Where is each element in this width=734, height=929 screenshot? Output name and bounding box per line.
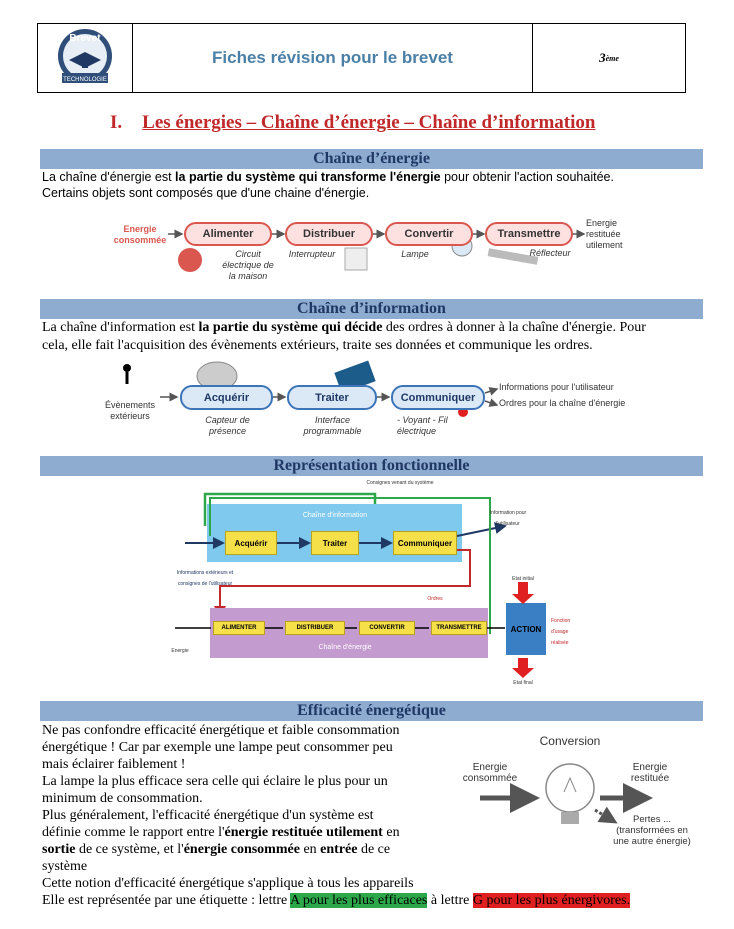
caption-circuit: Circuit électrique de la maison	[222, 249, 274, 281]
block-distribuer: Distribuer	[285, 222, 373, 246]
label-a-highlight: A pour les plus efficaces	[290, 893, 428, 908]
func-transmettre: TRANSMETTRE	[431, 621, 487, 635]
info-output-user: Informations pour l'utilisateur	[499, 382, 614, 392]
eff-line-5: minimum de consommation.	[42, 791, 203, 806]
main-title: I. Les énergies – Chaîne d’énergie – Chaî…	[110, 112, 595, 134]
eff-line-2: énergétique ! Car par exemple une lampe …	[42, 740, 393, 755]
func-alimenter: ALIMENTER	[213, 621, 265, 635]
energy-output-label: Energie restituée utilement	[586, 218, 623, 250]
caption-voyant: - Voyant - Fil électrique	[397, 415, 448, 436]
ordres-label: Ordres	[427, 596, 443, 602]
bulb-icon	[545, 763, 595, 813]
etat-final-label: Etat final	[513, 680, 533, 686]
brevet-logo: Brevet TECHNOLOGIE	[38, 24, 133, 92]
main-title-number: I.	[110, 112, 123, 133]
header-table: Brevet TECHNOLOGIE Fiches révision pour …	[37, 23, 686, 93]
eff-line-3: mais éclairer faiblement !	[42, 757, 186, 772]
header-title: Fiches révision pour le brevet	[133, 24, 533, 92]
caption-reflecteur: Réflecteur	[529, 248, 571, 258]
caption-lampe: Lampe	[401, 249, 429, 259]
switch-icon	[344, 247, 368, 271]
block-communiquer: Communiquer	[391, 385, 485, 410]
conversion-shapes	[480, 763, 653, 824]
eff-line-4: La lampe la plus efficace sera celle qui…	[42, 774, 388, 789]
label-g-highlight: G pour les plus énergivores.	[472, 893, 631, 908]
block-traiter: Traiter	[287, 385, 377, 410]
fonction-label: Fonction d'usage réalisée	[551, 618, 571, 646]
func-action: ACTION	[510, 624, 542, 634]
energy-chain-diagram: Energie consommée Alimenter Distribuer C…	[110, 212, 630, 292]
func-convertir: CONVERTIR	[359, 621, 415, 635]
main-title-text: Les énergies – Chaîne d’énergie – Chaîne…	[142, 112, 596, 133]
reflector-icon	[487, 248, 539, 265]
caption-interrupteur: Interrupteur	[288, 249, 336, 259]
section-functional-title: Représentation fonctionnelle	[40, 456, 703, 476]
functional-diagram: Consignes venant du système Chaîne d'inf…	[165, 478, 585, 688]
conversion-loss-label: Pertes ... (transformées en une autre én…	[613, 814, 691, 847]
eff-line-10: Cette notion d'efficacité énergétique s'…	[42, 876, 414, 891]
eff-line-9: système	[42, 859, 88, 874]
logo-bottom-text: TECHNOLOGIE	[63, 77, 107, 83]
info-input-label: Évènements extérieurs	[105, 400, 156, 421]
conversion-output-label: Energie restituée	[630, 762, 670, 784]
logo-top-text: Brevet	[69, 33, 101, 44]
info-chain-p1: La chaîne d'information est la partie du…	[42, 320, 646, 335]
info-chain-diagram: Évènements extérieurs Acquérir Traiter C…	[105, 360, 645, 440]
conversion-title: Conversion	[539, 734, 601, 748]
caption-interface: Interface programmable	[303, 415, 362, 436]
conversion-diagram: Conversion Energie consommée Energie res…	[460, 730, 700, 855]
eff-line-11: Elle est représentée par une étiquette :…	[42, 893, 631, 908]
inputs-label: Informations extérieurs et consignes de …	[176, 570, 234, 587]
eff-line-8: sortie de ce système, et l'énergie conso…	[42, 842, 391, 857]
energie-label: Energie	[171, 648, 189, 654]
eff-line-7: définie comme le rapport entre l'énergie…	[42, 825, 400, 840]
section-efficiency-title: Efficacité énergétique	[40, 701, 703, 721]
func-traiter: Traiter	[311, 531, 359, 555]
eff-line-6: Plus généralement, l'efficacité énergéti…	[42, 808, 374, 823]
info-chain-box-label: Chaîne d'information	[302, 512, 368, 519]
conversion-input-label: Energie consommée	[462, 762, 518, 784]
block-alimenter: Alimenter	[184, 222, 272, 246]
block-convertir: Convertir	[385, 222, 473, 246]
energy-chain-p2: Certains objets sont composés que d'une …	[42, 186, 370, 200]
efficiency-text: Ne pas confondre efficacité énergétique …	[42, 722, 452, 875]
func-communiquer: Communiquer	[393, 531, 457, 555]
energy-chain-box-label: Chaîne d'énergie	[318, 644, 372, 651]
section-energy-chain-title: Chaîne d’énergie	[40, 149, 703, 169]
func-acquerir: Acquérir	[225, 531, 277, 555]
energy-chain-p1: La chaîne d'énergie est la partie du sys…	[42, 170, 614, 184]
block-transmettre: Transmettre	[485, 222, 573, 246]
logo-badge-icon: Brevet TECHNOLOGIE	[58, 29, 112, 83]
eff-line-1: Ne pas confondre efficacité énergétique …	[42, 723, 400, 738]
plug-icon	[178, 248, 202, 272]
func-distribuer: DISTRIBUER	[285, 621, 345, 635]
etat-initial-label: Etat initial	[512, 576, 534, 582]
block-acquerir: Acquérir	[180, 385, 273, 410]
info-user-label: Information pour l'utilisateur	[489, 510, 527, 527]
pedestrian-icon	[123, 364, 131, 372]
info-output-orders: Ordres pour la chaîne d'énergie	[499, 398, 626, 408]
consignes-label: Consignes venant du système	[366, 480, 434, 486]
energy-input-label: Energie consommée	[113, 224, 167, 245]
caption-capteur: Capteur de présence	[205, 415, 250, 436]
section-info-chain-title: Chaîne d’information	[40, 299, 703, 319]
info-chain-p2: cela, elle fait l'acquisition des évènem…	[42, 338, 593, 353]
